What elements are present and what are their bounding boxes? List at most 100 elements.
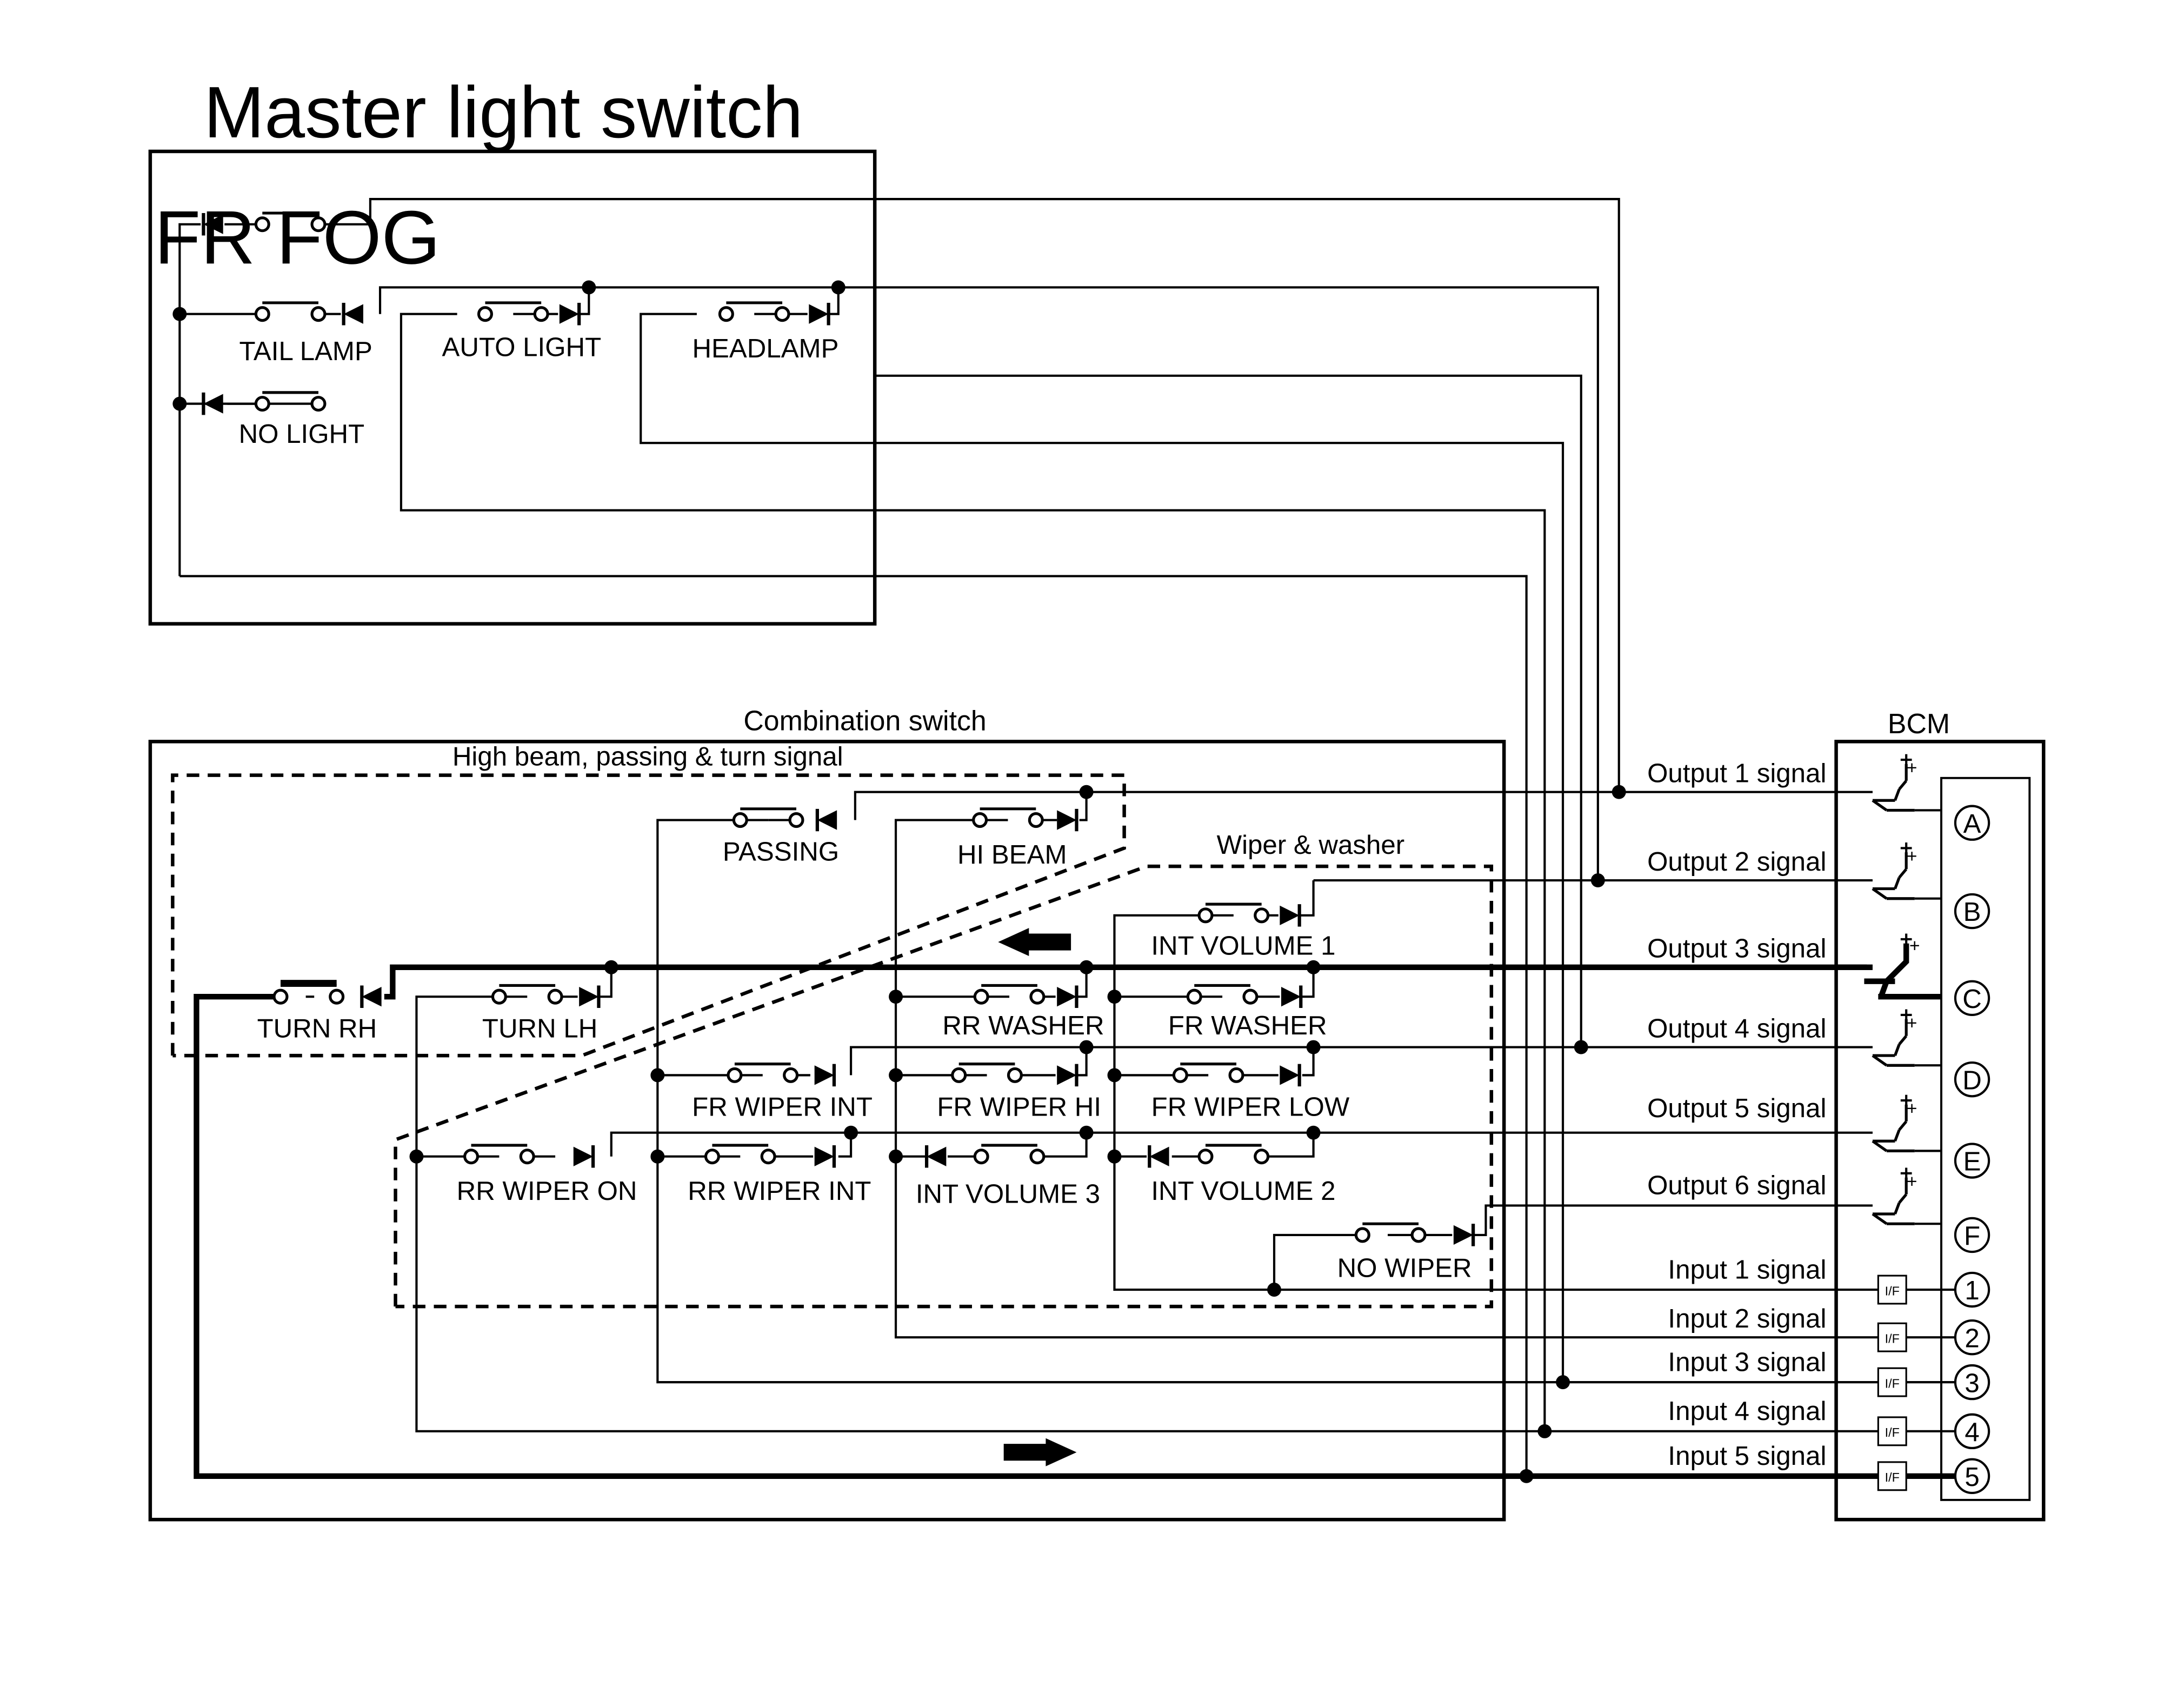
rr-wiper-int-label: RR WIPER INT bbox=[688, 1176, 871, 1206]
passing-label: PASSING bbox=[723, 837, 839, 867]
tail-lamp-label: TAIL LAMP bbox=[239, 336, 372, 366]
rr-washer-label: RR WASHER bbox=[942, 1011, 1104, 1040]
combination-switch-title: Combination switch bbox=[743, 705, 986, 736]
if-box-3: I/F bbox=[1885, 1376, 1900, 1390]
plus-sign-4: + bbox=[1907, 1013, 1917, 1033]
terminal-5: 5 bbox=[1965, 1462, 1979, 1492]
int-volume-3-switch: INT VOLUME 3 bbox=[916, 1145, 1100, 1209]
rr-wiper-on-label: RR WIPER ON bbox=[457, 1176, 637, 1206]
output-5-label: Output 5 signal bbox=[1647, 1093, 1826, 1123]
int-volume-2-switch: INT VOLUME 2 bbox=[1149, 1145, 1336, 1206]
output-1: Output 1 signal A bbox=[1647, 754, 1990, 841]
input-3-label: Input 3 signal bbox=[1668, 1347, 1826, 1377]
terminal-e: E bbox=[1963, 1147, 1981, 1177]
rr-wiper-int-switch: RR WIPER INT bbox=[688, 1145, 871, 1206]
plus-sign-1: + bbox=[1907, 758, 1917, 778]
output-5: Output 5 signal E bbox=[1647, 1093, 1990, 1179]
tail-lamp-switch: TAIL LAMP bbox=[239, 303, 372, 366]
current-direction-arrow-right bbox=[1003, 1438, 1077, 1466]
terminal-d: D bbox=[1962, 1065, 1982, 1095]
plus-sign-2: + bbox=[1907, 846, 1917, 866]
master-light-switch-title: Master light switch bbox=[204, 71, 803, 153]
fr-wiper-hi-switch: FR WIPER HI bbox=[937, 1064, 1101, 1122]
int-volume-3-label: INT VOLUME 3 bbox=[916, 1179, 1100, 1209]
fr-washer-label: FR WASHER bbox=[1168, 1011, 1327, 1040]
plus-sign-3: + bbox=[1909, 935, 1920, 956]
bcm-outputs: Output 1 signal A Output 2 signal B Outp… bbox=[1647, 754, 1990, 1253]
output-1-label: Output 1 signal bbox=[1647, 759, 1826, 788]
combination-switch-wiring bbox=[305, 791, 1836, 1432]
passing-switch: PASSING bbox=[723, 809, 839, 867]
master-light-switch-box: Master light switch bbox=[148, 71, 877, 626]
if-box-2: I/F bbox=[1885, 1332, 1900, 1346]
int-volume-1-switch: INT VOLUME 1 bbox=[1151, 904, 1336, 960]
fr-wiper-hi-label: FR WIPER HI bbox=[937, 1092, 1101, 1122]
terminal-a: A bbox=[1963, 809, 1981, 839]
no-light-label: NO LIGHT bbox=[239, 419, 365, 449]
input-2-label: Input 2 signal bbox=[1668, 1304, 1826, 1333]
input-2: Input 2 signal I/F 2 bbox=[1668, 1304, 1990, 1356]
rr-wiper-on-switch: RR WIPER ON bbox=[457, 1145, 637, 1206]
headlamp-switch: HEADLAMP bbox=[692, 303, 838, 363]
fr-wiper-low-switch: FR WIPER LOW bbox=[1151, 1064, 1350, 1122]
high-beam-group-title: High beam, passing & turn signal bbox=[452, 741, 843, 771]
fr-fog-switch: FR FOG bbox=[155, 195, 441, 280]
output-2-label: Output 2 signal bbox=[1647, 847, 1826, 877]
wiper-washer-group-title: Wiper & washer bbox=[1217, 830, 1405, 860]
turn-lh-label: TURN LH bbox=[482, 1013, 597, 1043]
fr-wiper-low-label: FR WIPER LOW bbox=[1151, 1092, 1350, 1122]
junction-dots bbox=[172, 280, 1626, 1483]
input-5: Input 5 signal I/F 5 bbox=[1668, 1441, 1990, 1494]
if-box-1: I/F bbox=[1885, 1284, 1900, 1298]
terminal-3: 3 bbox=[1965, 1368, 1979, 1398]
combination-switch-box: Combination switch bbox=[148, 705, 1506, 1522]
output-3-label: Output 3 signal bbox=[1647, 934, 1826, 964]
bcm-title: BCM bbox=[1888, 708, 1950, 739]
no-wiper-switch: NO WIPER bbox=[1337, 1224, 1474, 1283]
active-current-path bbox=[194, 964, 1941, 1479]
turn-rh-label: TURN RH bbox=[257, 1013, 377, 1043]
if-box-5: I/F bbox=[1885, 1470, 1900, 1484]
auto-light-label: AUTO LIGHT bbox=[442, 332, 602, 362]
if-box-4: I/F bbox=[1885, 1425, 1900, 1439]
output-4: Output 4 signal D bbox=[1647, 1010, 1990, 1098]
turn-lh-switch: TURN LH bbox=[482, 985, 599, 1043]
terminal-f: F bbox=[1964, 1221, 1980, 1251]
no-light-switch: NO LIGHT bbox=[203, 393, 364, 449]
no-wiper-label: NO WIPER bbox=[1337, 1253, 1472, 1283]
input-5-label: Input 5 signal bbox=[1668, 1441, 1826, 1471]
turn-rh-switch: TURN RH bbox=[257, 980, 382, 1043]
output-6-label: Output 6 signal bbox=[1647, 1171, 1826, 1200]
int-volume-2-label: INT VOLUME 2 bbox=[1151, 1176, 1335, 1206]
terminal-2: 2 bbox=[1965, 1323, 1979, 1353]
hi-beam-label: HI BEAM bbox=[957, 840, 1067, 870]
bcm-inputs: Input 1 signal I/F 1 Input 2 signal I/F … bbox=[1668, 1255, 1990, 1494]
bcm-box: BCM bbox=[1834, 708, 2046, 1522]
master-switch-wiring bbox=[178, 198, 1620, 1476]
fr-washer-switch: FR WASHER bbox=[1168, 985, 1327, 1040]
headlamp-label: HEADLAMP bbox=[692, 334, 838, 363]
input-4-label: Input 4 signal bbox=[1668, 1396, 1826, 1426]
auto-light-switch: AUTO LIGHT bbox=[442, 303, 602, 362]
terminal-b: B bbox=[1963, 897, 1981, 927]
input-3: Input 3 signal I/F 3 bbox=[1668, 1347, 1990, 1401]
plus-sign-6: + bbox=[1907, 1171, 1917, 1192]
current-direction-arrow-left bbox=[998, 928, 1071, 957]
input-1-label: Input 1 signal bbox=[1668, 1255, 1826, 1284]
output-2: Output 2 signal B bbox=[1647, 842, 1990, 930]
hi-beam-switch: HI BEAM bbox=[957, 809, 1077, 870]
transistor-plus-signs: + + + + + + bbox=[1907, 758, 1920, 1192]
high-beam-group-outline: High beam, passing & turn signal bbox=[171, 741, 1126, 1058]
output-3: Output 3 signal C bbox=[1647, 933, 1990, 1016]
terminal-1: 1 bbox=[1965, 1276, 1979, 1305]
input-4: Input 4 signal I/F 4 bbox=[1668, 1396, 1990, 1450]
fr-wiper-int-switch: FR WIPER INT bbox=[692, 1064, 873, 1122]
fr-fog-label: FR FOG bbox=[155, 195, 441, 280]
output-4-label: Output 4 signal bbox=[1647, 1013, 1826, 1043]
fr-wiper-int-label: FR WIPER INT bbox=[692, 1092, 873, 1122]
output-6: Output 6 signal F bbox=[1647, 1167, 1990, 1253]
int-volume-1-label: INT VOLUME 1 bbox=[1151, 931, 1335, 960]
plus-sign-5: + bbox=[1907, 1098, 1917, 1119]
input-1: Input 1 signal I/F 1 bbox=[1668, 1255, 1990, 1308]
